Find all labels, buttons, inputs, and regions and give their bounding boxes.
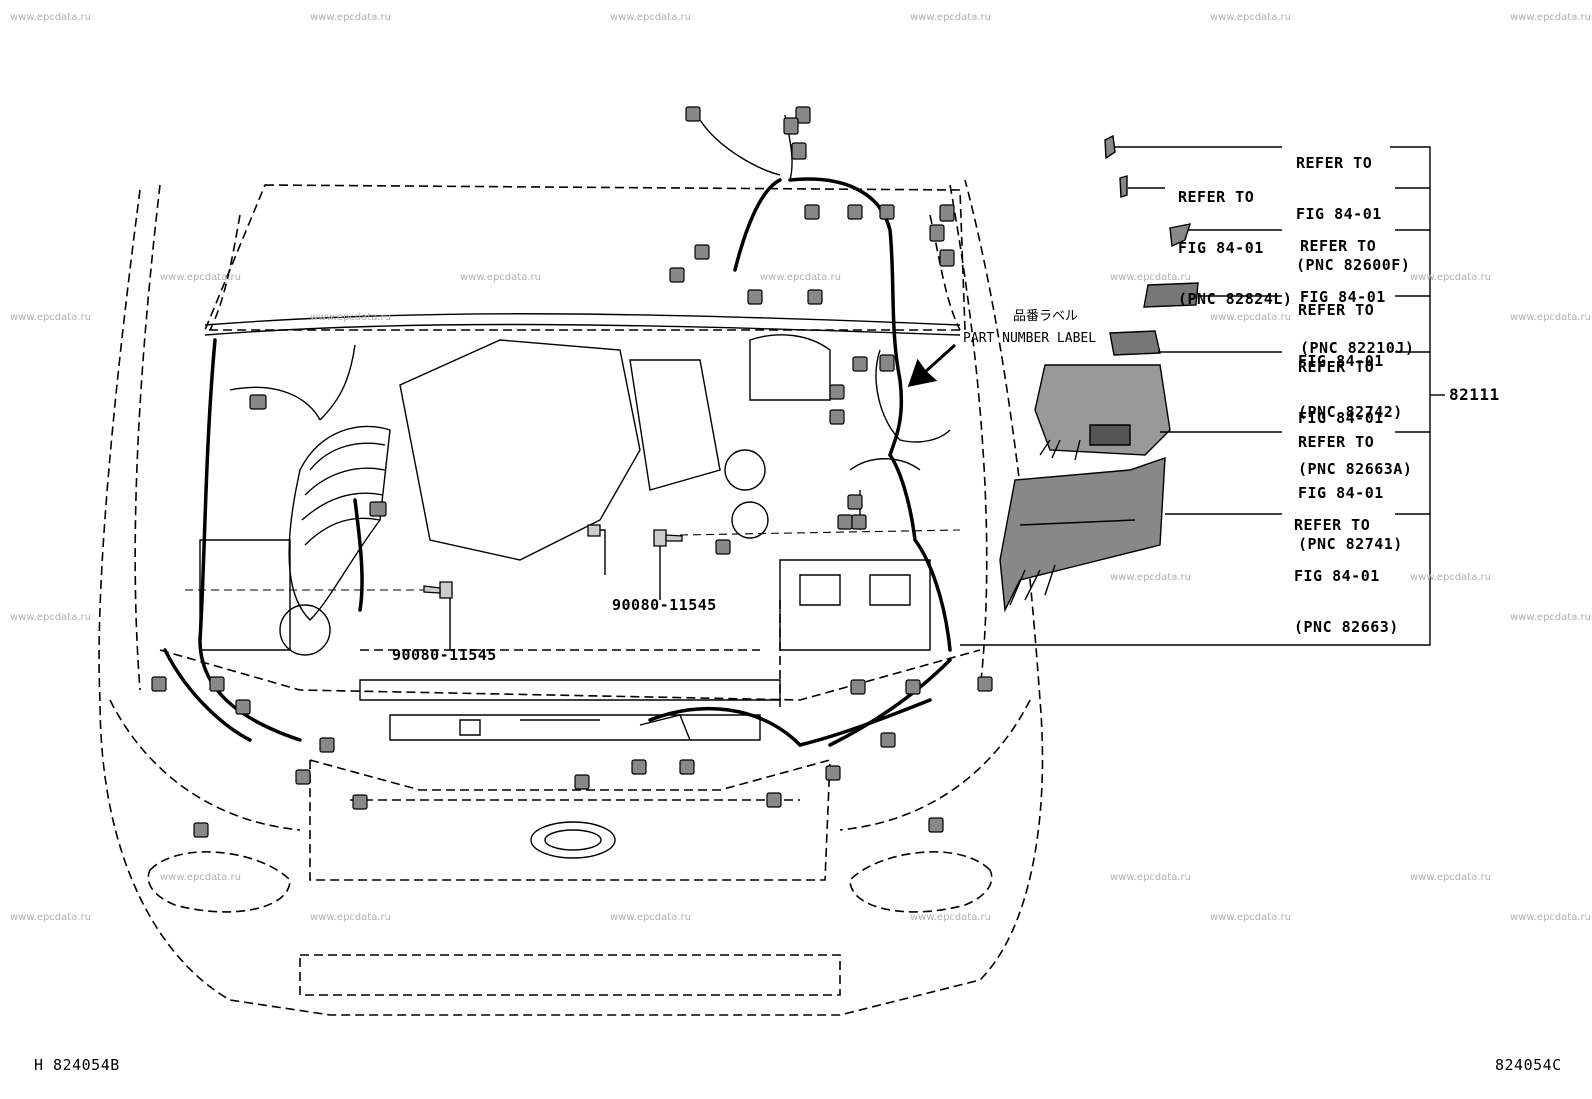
ref-82824L: REFER TO FIG 84-01 (PNC 82824L) xyxy=(1178,155,1292,325)
watermark: www.epcdata.ru xyxy=(1110,572,1191,583)
watermark: www.epcdata.ru xyxy=(160,272,241,283)
part-number-label-jp: 品番ラベル xyxy=(1013,309,1079,324)
ref-82600F: REFER TO FIG 84-01 (PNC 82600F) xyxy=(1296,121,1410,291)
watermark: www.epcdata.ru xyxy=(10,12,91,23)
watermark: www.epcdata.ru xyxy=(760,272,841,283)
watermark: www.epcdata.ru xyxy=(10,612,91,623)
ref-82663A: REFER TO FIG 84-01 (PNC 82663A) xyxy=(1298,325,1412,495)
watermark: www.epcdata.ru xyxy=(1510,12,1591,23)
ref-line2: FIG 84-01 xyxy=(1298,484,1384,502)
ref-line3: (PNC 82663A) xyxy=(1298,460,1413,478)
watermark: www.epcdata.ru xyxy=(1210,912,1291,923)
watermark: www.epcdata.ru xyxy=(10,912,91,923)
grille-outline xyxy=(309,758,831,881)
part-fuse-box-82663 xyxy=(999,456,1166,613)
part-82210J xyxy=(1169,223,1192,248)
watermark: www.epcdata.ru xyxy=(1210,312,1291,323)
ref-line3: (PNC 82663) xyxy=(1294,618,1399,636)
watermark: www.epcdata.ru xyxy=(1110,872,1191,883)
watermark: www.epcdata.ru xyxy=(1510,612,1591,623)
ref-line1: REFER TO xyxy=(1300,237,1377,255)
bolt-label-left: 90080-11545 xyxy=(392,646,497,664)
part-82600F xyxy=(1104,134,1116,160)
ref-line3: (PNC 82742) xyxy=(1298,403,1403,421)
watermark: www.epcdata.ru xyxy=(10,312,91,323)
watermark: www.epcdata.ru xyxy=(310,12,391,23)
ref-line1: REFER TO xyxy=(1298,433,1375,451)
ref-82741: REFER TO FIG 84-01 (PNC 82741) xyxy=(1298,400,1403,570)
illustration-code-left: H 824054B xyxy=(34,1056,120,1074)
ref-line1: REFER TO xyxy=(1178,188,1255,206)
watermark: www.epcdata.ru xyxy=(310,312,391,323)
watermark: www.epcdata.ru xyxy=(610,12,691,23)
watermark: www.epcdata.ru xyxy=(910,12,991,23)
emblem xyxy=(530,821,616,859)
watermark: www.epcdata.ru xyxy=(310,912,391,923)
part-number-label-en: PART NUMBER LABEL xyxy=(963,331,1097,346)
ref-line2: FIG 84-01 xyxy=(1298,409,1384,427)
ref-82663: REFER TO FIG 84-01 (PNC 82663) xyxy=(1294,483,1399,653)
watermark: www.epcdata.ru xyxy=(1110,272,1191,283)
illustration-code-right: 824054C xyxy=(1495,1056,1562,1074)
ref-line2: FIG 84-01 xyxy=(1296,205,1382,223)
part-82742 xyxy=(1143,282,1199,308)
bolt-left xyxy=(439,581,453,599)
ref-line3: (PNC 82824L) xyxy=(1178,290,1293,308)
main-part-number: 82111 xyxy=(1449,385,1500,404)
watermark: www.epcdata.ru xyxy=(1410,872,1491,883)
ref-line3: (PNC 82600F) xyxy=(1296,256,1411,274)
watermark: www.epcdata.ru xyxy=(1410,272,1491,283)
watermark: www.epcdata.ru xyxy=(1210,12,1291,23)
watermark: www.epcdata.ru xyxy=(1510,312,1591,323)
ref-82742: REFER TO FIG 84-01 (PNC 82742) xyxy=(1298,268,1403,438)
watermark: www.epcdata.ru xyxy=(1510,912,1591,923)
part-82824L xyxy=(1119,175,1128,198)
ref-line1: REFER TO xyxy=(1298,358,1375,376)
ref-line2: FIG 84-01 xyxy=(1294,567,1380,585)
bolt-label-right: 90080-11545 xyxy=(612,596,717,614)
bolt-right xyxy=(653,529,667,547)
part-82663A xyxy=(1109,330,1161,356)
vehicle-body-outline xyxy=(98,179,1044,1016)
ref-line3: (PNC 82741) xyxy=(1298,535,1403,553)
watermark: www.epcdata.ru xyxy=(460,272,541,283)
label-pointer-arrow xyxy=(907,343,957,388)
ref-line3: (PNC 82210J) xyxy=(1300,339,1415,357)
hood-outline xyxy=(203,184,966,331)
ref-line1: REFER TO xyxy=(1298,301,1375,319)
ref-line2: FIG 84-01 xyxy=(1300,288,1386,306)
watermark: www.epcdata.ru xyxy=(610,912,691,923)
ref-line2: FIG 84-01 xyxy=(1178,239,1264,257)
ref-line1: REFER TO xyxy=(1296,154,1373,172)
ref-82210J: REFER TO FIG 84-01 (PNC 82210J) xyxy=(1300,204,1414,374)
watermark: www.epcdata.ru xyxy=(910,912,991,923)
watermark: www.epcdata.ru xyxy=(1410,572,1491,583)
ref-line1: REFER TO xyxy=(1294,516,1371,534)
part-relay-block-82741 xyxy=(1034,364,1171,456)
watermark: www.epcdata.ru xyxy=(160,872,241,883)
ref-line2: FIG 84-01 xyxy=(1298,352,1384,370)
